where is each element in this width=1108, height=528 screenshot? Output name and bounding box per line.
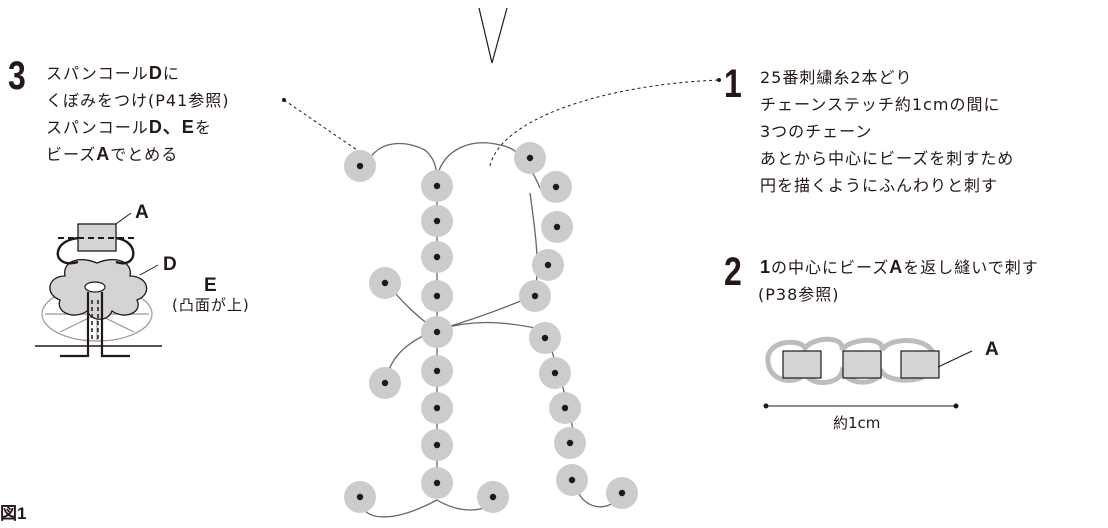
step2-line1-post: を返し縫いで刺す [903, 258, 1039, 277]
step2-ref: 1 [760, 257, 772, 277]
top-v-mark [478, 7, 508, 64]
step3-line3-bold: D、E [148, 117, 195, 137]
step3-line2: くぼみをつけ(P41参照) [46, 91, 230, 110]
step3-line3: スパンコールD、Eを [46, 114, 212, 141]
bead [539, 357, 571, 389]
bead-motif [344, 142, 638, 513]
step3-line3-pre: スパンコール [46, 118, 149, 137]
leader-line-step1 [489, 79, 720, 167]
bead [514, 142, 546, 174]
bead [344, 150, 376, 182]
bead [549, 392, 581, 424]
thread-lines [359, 142, 623, 518]
step2-line1-mid: の中心にビーズ [771, 258, 890, 277]
step3-line1-post: に [162, 64, 180, 83]
bead [421, 355, 453, 387]
step2-line2: (P38参照) [758, 285, 840, 304]
bead-a-icon [782, 350, 822, 379]
bead [540, 171, 572, 203]
sequin-stack-diagram [35, 212, 162, 358]
step3-line1-pre: スパンコール [46, 64, 149, 83]
step1-line-2: チェーンステッチ約1cmの間に [760, 95, 1001, 114]
bead-a-icon [842, 350, 882, 379]
bead [541, 211, 573, 243]
step2-line1-bold: A [889, 257, 904, 277]
bead [421, 280, 453, 312]
step1-line-4: あとから中心にビーズを刺すため [760, 149, 1015, 168]
step3-line4-bold: A [96, 144, 111, 164]
bead [421, 170, 453, 202]
bead [421, 392, 453, 424]
step3-line1-bold: D [148, 63, 163, 83]
step3-line3-post: を [194, 118, 212, 137]
bead-a-icon [900, 350, 940, 379]
bead [421, 467, 453, 499]
step1-number: 1 [724, 62, 742, 106]
bead [554, 427, 586, 459]
bead [532, 249, 564, 281]
bead [369, 367, 401, 399]
bead [477, 481, 509, 513]
left-label-a: A [135, 202, 149, 223]
step2-line1: 1の中心にビーズAを返し縫いで刺す [760, 254, 1039, 281]
figure-label: 図1 [0, 504, 27, 523]
bead [606, 477, 638, 509]
bead [519, 280, 551, 312]
left-label-d: D [163, 254, 177, 275]
left-label-e-note: (凸面が上) [172, 296, 250, 314]
bead [421, 316, 453, 348]
step2-number: 2 [724, 250, 742, 294]
step3-line4: ビーズAでとめる [46, 141, 178, 168]
bead [556, 464, 588, 496]
bead [369, 267, 401, 299]
step1-line-3: 3つのチェーン [760, 122, 873, 141]
bead [421, 429, 453, 461]
chain-stitch-diagram [763, 336, 973, 409]
left-label-e: E [204, 275, 217, 296]
step3-line4-pre: ビーズ [46, 145, 97, 164]
bead [344, 481, 376, 513]
right-label-a: A [985, 339, 999, 360]
step3-number: 3 [8, 54, 26, 98]
step3-line4-post: でとめる [110, 145, 179, 164]
bead [529, 322, 561, 354]
step3-line1: スパンコールDに [46, 60, 180, 87]
measure-label: 約1cm [833, 414, 881, 432]
bead [421, 205, 453, 237]
bead [421, 241, 453, 273]
step1-line-5: 円を描くようにふんわりと刺す [760, 176, 999, 195]
step1-line-1: 25番刺繍糸2本どり [760, 68, 913, 87]
